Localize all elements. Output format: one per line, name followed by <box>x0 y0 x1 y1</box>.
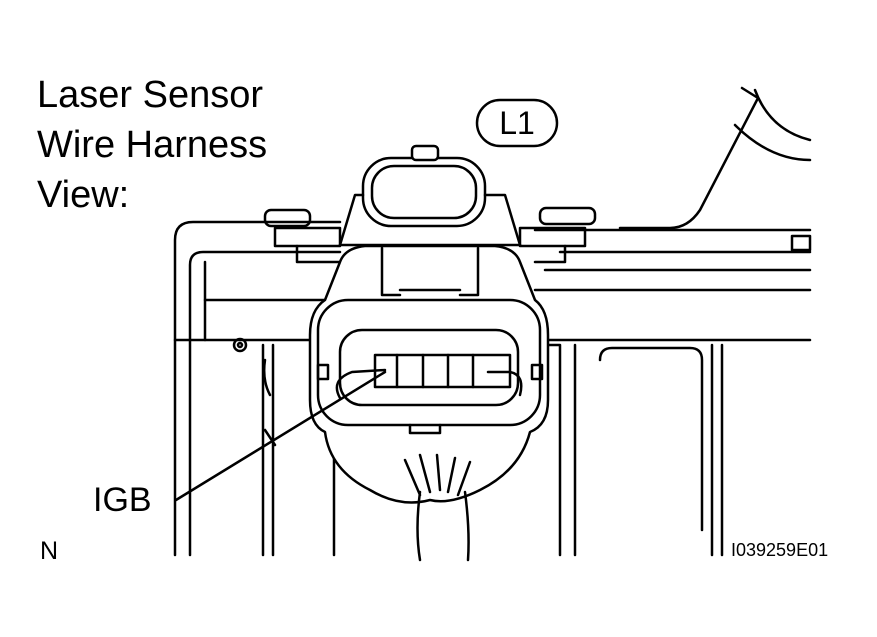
terminal-leader <box>174 368 387 502</box>
terminal-marker <box>486 370 523 397</box>
connector-l1 <box>338 144 522 247</box>
diagram-title: Laser Sensor Wire Harness View: <box>37 70 267 220</box>
connector-code-badge <box>475 98 559 148</box>
harness-connector <box>308 244 550 562</box>
orientation-mark: N <box>40 537 59 565</box>
title-line-2: Wire Harness <box>37 124 268 166</box>
title-line-3: View: <box>37 174 130 216</box>
terminal-label: IGB <box>93 481 152 519</box>
body-line <box>618 86 812 230</box>
figure-id: I039259E01 <box>731 540 829 560</box>
title-line-1: Laser Sensor <box>37 74 264 116</box>
component-housing <box>173 206 812 557</box>
connector-code-label: L1 <box>499 105 535 141</box>
